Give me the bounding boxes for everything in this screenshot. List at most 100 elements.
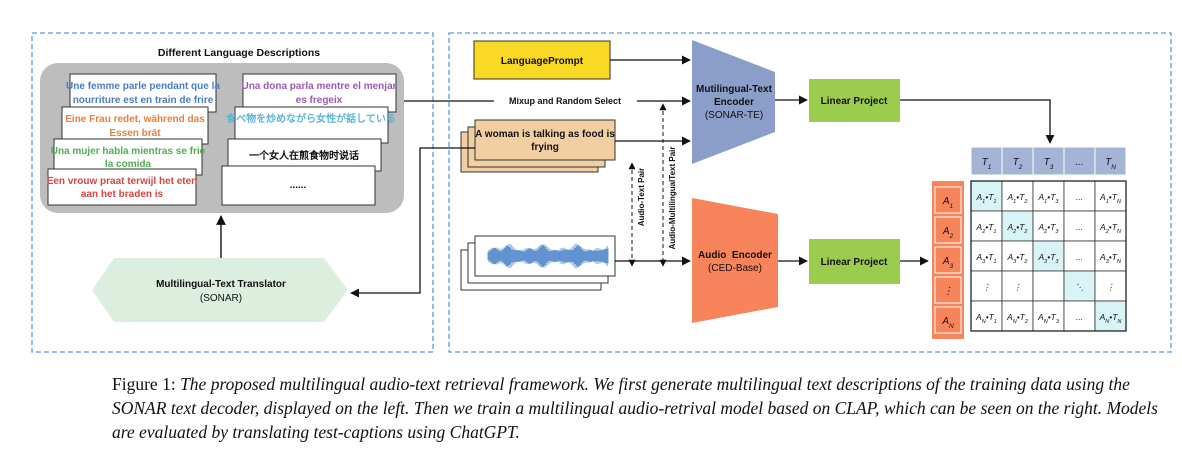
description-dutch-line2: aan het braden is	[81, 189, 164, 200]
arrow-linear-to-matrix	[900, 99, 1055, 144]
figure-caption: Figure 1: The proposed multilingual audi…	[112, 372, 1172, 444]
audio-text-pair-label-bg	[635, 168, 647, 228]
text-encoder-subtitle: (SONAR-TE)	[705, 110, 763, 121]
caption-card-front	[474, 119, 616, 161]
matrix-cell-label: A3•T3	[1037, 252, 1059, 265]
matrix-cell-label: AN•T3	[1037, 312, 1060, 325]
description-french-line1: Une femme parle pendant que la	[66, 81, 220, 92]
matrix-cell	[1032, 210, 1065, 242]
text-encoder-title-line2: Encoder	[714, 97, 754, 108]
description-card-german	[61, 106, 209, 145]
mixup-label: Mixup and Random Select	[509, 96, 621, 106]
description-spanish-line1: Una mujer habla mientras se frie	[51, 146, 206, 157]
description-more-ellipsis: ......	[290, 180, 307, 191]
left-panel-border	[31, 32, 434, 353]
matrix-cell-label: ⋮	[1106, 282, 1115, 292]
matrix-cell-label: A1•T3	[1037, 192, 1059, 205]
matrix-cell-label: AN•T2	[1006, 312, 1028, 325]
matrix-cell-label: ⋮	[982, 282, 991, 292]
matrix-cell-label: ⋱	[1075, 282, 1084, 292]
description-japanese-line1: 食べ物を炒めながら女性が話している	[225, 112, 396, 125]
matrix-col-header-label: TN	[1105, 157, 1116, 171]
description-german-line2: Essen brät	[109, 128, 161, 139]
matrix-cell-label: AN•T1	[975, 312, 997, 325]
matrix-col-header	[1094, 146, 1127, 176]
caption-card-line2: frying	[531, 142, 559, 153]
matrix-cell-label: ...	[1076, 222, 1083, 232]
matrix-cell	[970, 300, 1003, 332]
matrix-row-header-label: A2	[942, 226, 954, 240]
matrix-row-header-label: A3	[942, 256, 954, 270]
matrix-cell	[1094, 240, 1127, 272]
linear-project-top-box	[809, 79, 900, 122]
matrix-cell	[1094, 180, 1127, 212]
matrix-row-header	[934, 216, 962, 244]
matrix-cell-label: ...	[1076, 252, 1083, 262]
translator-title: Multilingual-Text Translator	[156, 279, 286, 290]
matrix-col-header	[1063, 146, 1096, 176]
matrix-cell-label: AN•TN	[1099, 312, 1122, 325]
matrix-row-header-label: A1	[942, 196, 954, 210]
matrix-cell	[1063, 300, 1096, 332]
audio-encoder-block	[692, 198, 778, 323]
matrix-cell-label: ...	[1076, 192, 1083, 202]
matrix-cell	[1032, 300, 1065, 332]
matrix-cell-label: A3•TN	[1099, 252, 1121, 265]
matrix-row-header	[934, 306, 962, 334]
linear-project-bottom-box	[809, 239, 900, 284]
matrix-col-header	[970, 146, 1003, 176]
description-card-dutch	[47, 168, 197, 206]
matrix-cell-label: A3•T1	[975, 252, 996, 265]
matrix-cell	[1094, 210, 1127, 242]
matrix-border	[970, 180, 1127, 332]
matrix-cell	[1094, 270, 1127, 302]
caption-label: Figure 1:	[112, 374, 176, 394]
caption-card-line1: A woman is talking as food is	[475, 129, 615, 140]
description-german-line1: Eine Frau redet, während das	[65, 114, 205, 125]
matrix-diagonal-cell	[1032, 240, 1065, 272]
audio-multilingual-pair-label: Audio-MultilingualText Pair	[668, 147, 677, 250]
text-encoder-block	[692, 40, 775, 164]
matrix-cell-label: A2•T1	[975, 222, 996, 235]
matrix-cell-label: ⋮	[1013, 282, 1022, 292]
description-card-french	[69, 73, 217, 113]
linear-project-top-label: Linear Project	[821, 96, 888, 107]
matrix-cell	[970, 240, 1003, 272]
linear-project-bottom-label: Linear Project	[821, 257, 888, 268]
caption-text: The proposed multilingual audio-text ret…	[112, 374, 1158, 442]
text-encoder-title-line1: Mutilingual-Text	[696, 84, 773, 95]
mixup-label-background	[494, 94, 637, 108]
description-cards: Une femme parle pendant que la nourritur…	[47, 73, 397, 206]
description-catalan-line1: Una dona parla mentre el menjar	[241, 81, 396, 92]
matrix-cell	[1001, 300, 1034, 332]
audio-waveform	[487, 243, 609, 269]
matrix-col-header-label: T1	[982, 157, 992, 171]
description-catalan-line2: es fregeix	[296, 95, 343, 106]
matrix-col-header-label: ...	[1075, 157, 1083, 168]
matrix-cell-label: ...	[1076, 312, 1083, 322]
right-panel-border	[448, 32, 1172, 353]
description-chinese-line1: 一个女人在煎食物时说话	[249, 149, 359, 162]
description-card-catalan	[242, 73, 397, 113]
matrix-cell-label: A1•T2	[1006, 192, 1027, 205]
matrix-cell-label: A2•T3	[1037, 222, 1059, 235]
matrix-cell	[1032, 270, 1065, 302]
description-french-line2: nourriture est en train de frire	[73, 95, 214, 106]
description-dutch-line1: Een vrouw praat terwijl het eten	[47, 176, 198, 187]
description-card-japanese	[234, 106, 389, 144]
waveform-path	[487, 243, 609, 269]
matrix-row-header-label: AN	[941, 316, 954, 330]
matrix-cell-label: A2•TN	[1099, 222, 1121, 235]
audio-multilingual-pair-label-bg	[666, 148, 678, 248]
description-spanish-line2: la comida	[105, 159, 152, 170]
matrix-row-header	[934, 276, 962, 304]
matrix-cell	[970, 210, 1003, 242]
audio-encoder-title: Audio Encoder	[698, 250, 772, 261]
audio-text-pair-label: Audio-Text Pair	[637, 168, 646, 227]
matrix-cell-label: A1•TN	[1099, 192, 1121, 205]
matrix-row-header	[934, 186, 962, 214]
matrix-col-header	[1032, 146, 1065, 176]
matrix-col-header	[1001, 146, 1034, 176]
matrix-row-header-label: ⋮	[943, 286, 953, 297]
